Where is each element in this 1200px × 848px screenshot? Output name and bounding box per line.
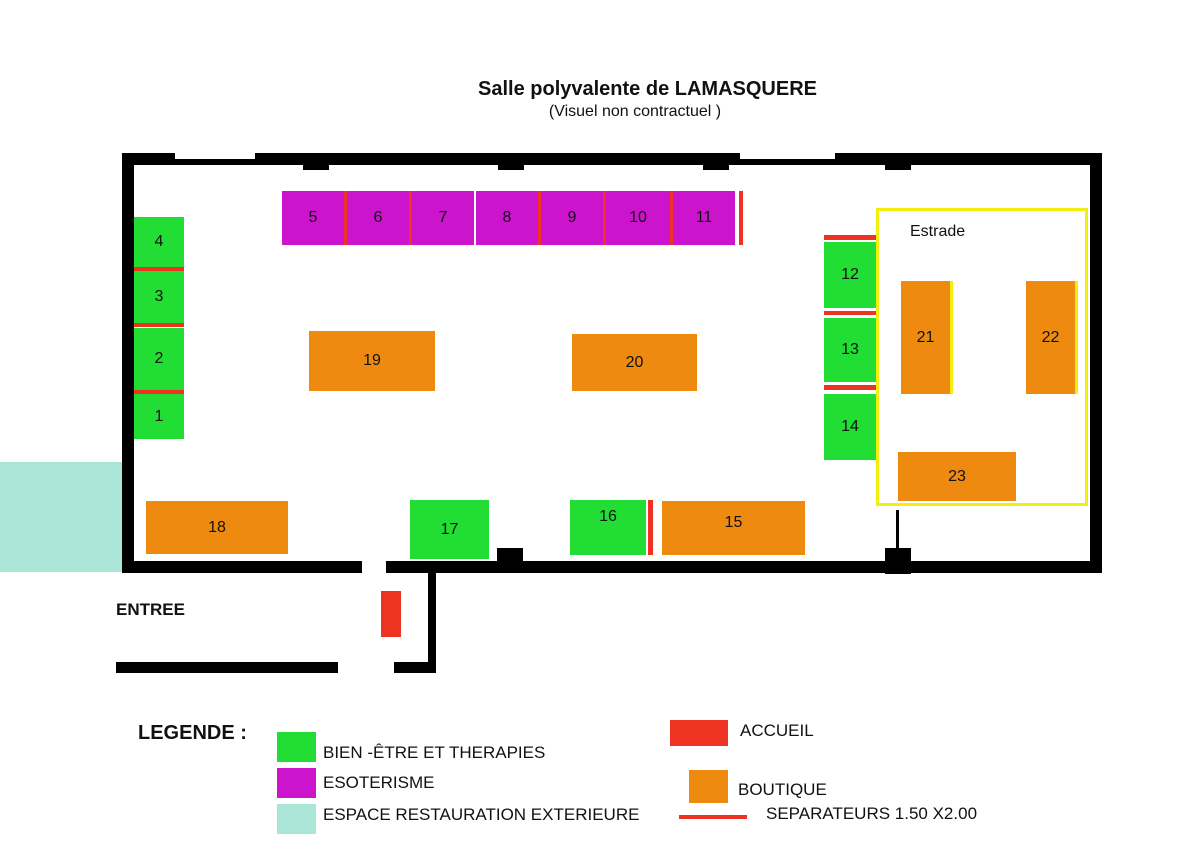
stand-21: 21: [901, 281, 950, 394]
separator: [670, 191, 673, 245]
pillar: [303, 160, 329, 170]
legend-title: LEGENDE :: [138, 722, 247, 744]
estrade-label: Estrade: [910, 223, 966, 240]
separator: [344, 191, 347, 245]
legend-swatch-separateurs: [679, 815, 747, 819]
stand-20: 20: [572, 334, 697, 391]
legend-label-bien-etre: BIEN -ÊTRE ET THERAPIES: [323, 743, 546, 762]
wall-bottom-left: [122, 561, 362, 573]
legend-swatch-restauration: [277, 804, 316, 834]
page-title: Salle polyvalente de LAMASQUERE: [478, 78, 817, 100]
stand-4: 4: [134, 217, 184, 267]
stand-16: 16: [570, 500, 646, 555]
restauration-area: [0, 462, 122, 572]
separator: [134, 267, 184, 271]
legend-swatch-accueil: [670, 720, 728, 746]
separator: [538, 191, 541, 245]
wall-left: [122, 153, 134, 573]
legend-swatch-boutique: [689, 770, 728, 803]
stand-23: 23: [898, 452, 1016, 501]
separator-yellow: [950, 281, 953, 394]
separator: [603, 191, 606, 245]
wall-bottom-right: [386, 561, 1102, 573]
stand-2: 2: [134, 328, 184, 390]
wall-top: [122, 153, 1102, 165]
pillar: [703, 160, 729, 170]
stand-18: 18: [146, 501, 288, 554]
pillar: [896, 510, 899, 550]
stand-1: 1: [134, 394, 184, 439]
stand-15: 15: [662, 501, 805, 555]
page-subtitle: (Visuel non contractuel ): [548, 103, 722, 120]
separator: [134, 390, 184, 394]
legend-label-restauration: ESPACE RESTAURATION EXTERIEURE: [323, 805, 640, 824]
pillar: [885, 548, 911, 574]
entree-label: ENTREE: [116, 600, 185, 619]
stand-19: 19: [309, 331, 435, 391]
entrance-wall-bottom: [394, 662, 436, 673]
stand-6: 6: [347, 191, 409, 245]
pillar: [885, 160, 911, 170]
legend-swatch-bien-etre: [277, 732, 316, 762]
stand-10: 10: [606, 191, 670, 245]
pillar: [497, 548, 523, 562]
separator: [824, 311, 876, 315]
separator: [739, 191, 743, 245]
stand-13: 13: [824, 318, 876, 382]
wall-right: [1090, 153, 1102, 573]
separator: [824, 385, 876, 390]
pillar: [498, 160, 524, 170]
separator: [134, 323, 184, 327]
separator: [648, 500, 653, 555]
door-gap: [740, 153, 835, 159]
stand-14: 14: [824, 394, 876, 460]
legend-swatch-esoterisme: [277, 768, 316, 798]
legend-label-boutique: BOUTIQUE: [738, 780, 827, 799]
stand-3: 3: [134, 271, 184, 323]
door-gap: [175, 153, 255, 159]
stand-11: 11: [673, 191, 735, 245]
legend-label-separateurs: SEPARATEURS 1.50 X2.00: [766, 804, 978, 823]
stand-17: 17: [410, 500, 489, 559]
stand-9: 9: [541, 191, 603, 245]
accueil-desk: [381, 591, 401, 637]
separator-yellow: [1075, 281, 1078, 394]
stand-8: 8: [476, 191, 538, 245]
stand-7: 7: [412, 191, 474, 245]
separator: [824, 235, 876, 240]
estrade: [876, 208, 1088, 506]
separator: [409, 191, 412, 245]
stand-22: 22: [1026, 281, 1075, 394]
entrance-wall-right: [428, 571, 436, 673]
stand-5: 5: [282, 191, 344, 245]
entrance-wall-bottom: [116, 662, 338, 673]
legend-label-accueil: ACCUEIL: [740, 721, 814, 740]
stand-12: 12: [824, 242, 876, 308]
legend-label-esoterisme: ESOTERISME: [323, 773, 435, 792]
